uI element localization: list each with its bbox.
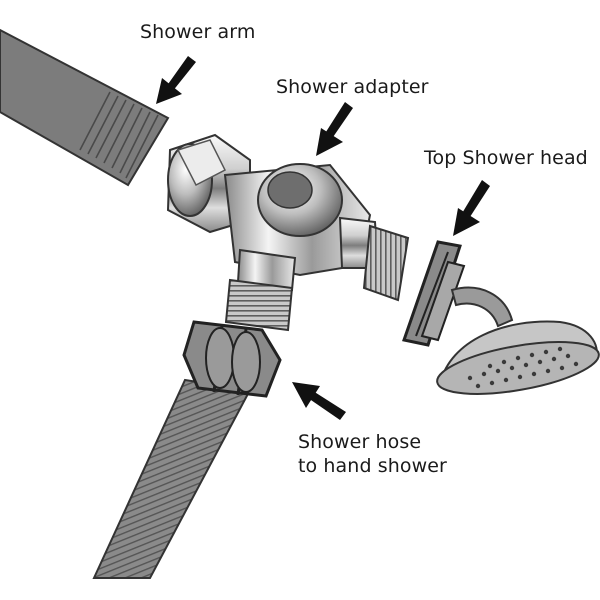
shower-hose [92, 320, 282, 579]
top-shower-head [402, 240, 600, 395]
arrow-top-shower-head [453, 180, 490, 236]
arrow-shower-hose [292, 382, 346, 420]
label-top-shower-head: Top Shower head [424, 147, 588, 169]
label-shower-hose: Shower hose to hand shower [298, 430, 447, 478]
shower-adapter-valve [166, 133, 410, 332]
arrow-shower-arm [156, 56, 196, 104]
hose-hex-nut [182, 320, 282, 398]
label-shower-arm: Shower arm [140, 21, 256, 43]
label-shower-adapter: Shower adapter [276, 76, 429, 98]
shower-arm-pipe [0, 28, 170, 187]
label-shower-hose-line1: Shower hose [298, 431, 422, 453]
arrow-shower-adapter [316, 102, 353, 156]
label-shower-hose-line2: to hand shower [298, 455, 447, 477]
